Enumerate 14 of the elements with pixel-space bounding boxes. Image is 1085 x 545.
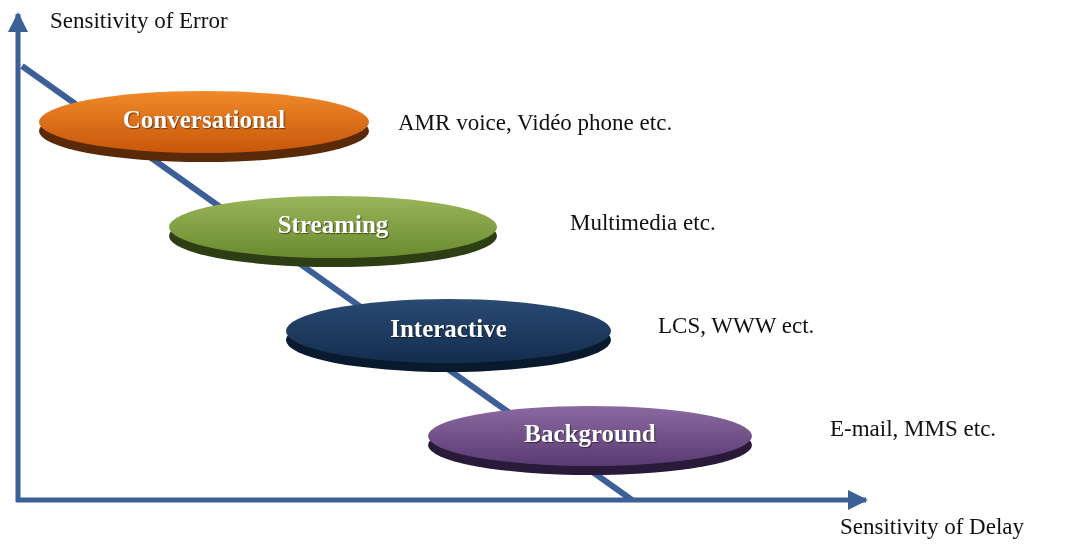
category-label: Streaming <box>276 211 390 239</box>
category-label: Conversational <box>121 106 287 134</box>
axis-title: Sensitivity of Delay <box>840 514 1024 540</box>
axis-title: Sensitivity of Error <box>50 8 228 34</box>
category-ellipse <box>285 298 612 373</box>
example-text: E-mail, MMS etc. <box>830 416 997 442</box>
category-label: Interactive <box>389 315 508 343</box>
example-text: LCS, WWW ect. <box>658 313 815 339</box>
category-ellipse <box>427 405 753 476</box>
example-text: AMR voice, Vidéo phone etc. <box>398 110 673 136</box>
example-text: Multimedia etc. <box>570 210 716 236</box>
category-ellipse <box>38 90 370 163</box>
category-ellipse <box>168 195 498 268</box>
category-label: Background <box>523 420 657 448</box>
